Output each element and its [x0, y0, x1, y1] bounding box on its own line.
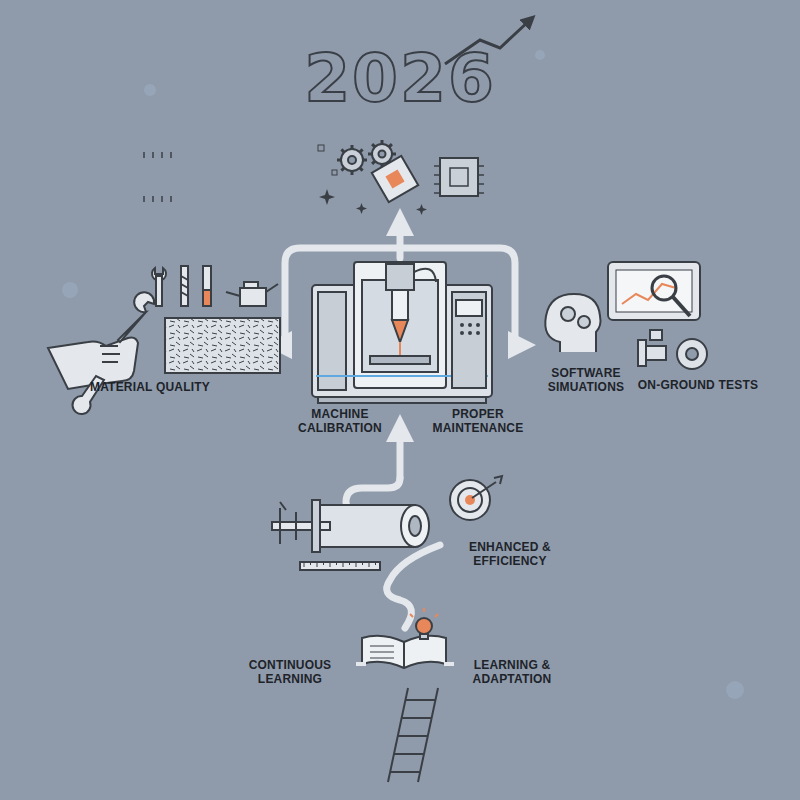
tablet-chart: [608, 262, 700, 320]
cnc-machine: [312, 262, 492, 403]
feature-label: CONTINUOUS LEARNING: [235, 658, 345, 686]
feature-label: LEARNING & ADAPTATION: [457, 658, 567, 686]
feature-label: SOFTWARE SIMUATIONS: [536, 366, 636, 394]
feature-label: MACHINE CALIBRATION: [290, 407, 390, 435]
feature-label: ON-GROUND TESTS: [633, 378, 763, 392]
tool-icons: [152, 266, 278, 306]
feature-label: MATERIAL QUALITY: [75, 380, 225, 394]
book-icon: [356, 608, 454, 668]
ladder: [388, 688, 438, 782]
material-texture: [165, 318, 280, 373]
test-parts: [638, 330, 707, 369]
feature-label: ENHANCED & EFFICIENCY: [455, 540, 565, 568]
year-heading: 2026: [250, 44, 550, 114]
hand-wrench: [48, 292, 154, 414]
bg-dot: [62, 50, 744, 699]
chip-icon: [144, 152, 484, 202]
feature-label: PROPER MAINTENANCE: [428, 407, 528, 435]
material-block: [165, 318, 280, 373]
head-icon: [545, 294, 600, 352]
sparkles: [318, 145, 427, 215]
target-icon: [450, 476, 502, 520]
caliper-part: [272, 500, 429, 570]
